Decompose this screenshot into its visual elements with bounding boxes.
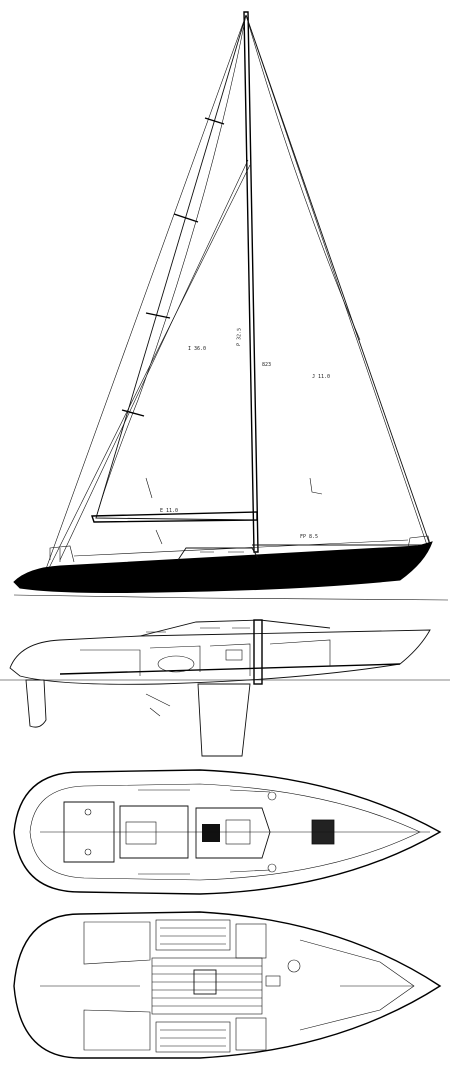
- genoa-tracks: [138, 789, 271, 875]
- rudder: [25, 679, 47, 728]
- sheer-stripe: [59, 663, 401, 675]
- hull-section: [9, 629, 431, 685]
- head-sink: [287, 959, 301, 973]
- label-fp: FP 8.5: [300, 534, 318, 540]
- mainsail-leech: [95, 14, 247, 519]
- label-j: J 11.0: [312, 374, 330, 380]
- settee-starboard: [155, 1021, 231, 1053]
- engine: [157, 655, 195, 673]
- bow-pulpit: [407, 535, 431, 549]
- inner-forestay: [47, 164, 251, 571]
- galley: [235, 923, 267, 959]
- waterline: [13, 594, 449, 601]
- galley-unit: [225, 649, 243, 661]
- inboard-profile: [0, 619, 450, 757]
- quarter-berth-port: [83, 921, 151, 965]
- accommodation-plan: [13, 911, 442, 1059]
- mast-step: [253, 619, 263, 685]
- deck-outline: [13, 769, 442, 895]
- quarter-berth-starboard: [83, 1009, 151, 1051]
- stern-pulpit: [49, 545, 75, 563]
- v-berth: [299, 939, 415, 1031]
- deck-plan: [13, 769, 442, 895]
- companionway-hatch: [125, 821, 157, 845]
- sail-plan: I 36.0 P 32.5 J 11.0 E 11.0 FP 8.5 823: [13, 11, 449, 601]
- sail-marks: [145, 477, 323, 545]
- hull-profile: [13, 541, 433, 593]
- head: [235, 1017, 267, 1051]
- mainsail: [95, 14, 257, 521]
- winch-port: [267, 791, 277, 801]
- cockpit-winch-starboard: [84, 848, 92, 856]
- settee-port: [155, 919, 231, 951]
- dodger-hatch: [202, 824, 220, 842]
- label-823: 823: [262, 362, 271, 368]
- companionway-area: [119, 805, 189, 859]
- backstay: [41, 14, 247, 581]
- label-e: E 11.0: [160, 508, 178, 514]
- label-p: P 32.5: [236, 328, 243, 346]
- mast: [243, 11, 259, 553]
- deckhouse-top: [195, 807, 271, 859]
- deckhouse-ports: [146, 627, 250, 633]
- lifeline: [73, 539, 409, 557]
- forestay: [245, 14, 429, 549]
- deckhouse-profile: [139, 619, 331, 637]
- cockpit-winch-port: [84, 808, 92, 816]
- keel: [197, 683, 251, 757]
- interior-furniture: [80, 639, 331, 676]
- sole-planking: [152, 965, 262, 1007]
- winch-starboard: [267, 863, 277, 873]
- boom: [91, 511, 258, 523]
- hull-outline: [13, 911, 442, 1059]
- label-i: I 36.0: [188, 346, 206, 352]
- saloon-table: [193, 969, 217, 995]
- mainsail-battens: [121, 117, 225, 417]
- cabin-sole: [151, 957, 263, 1015]
- cushion-lines: [160, 927, 226, 1047]
- cabin-top: [177, 547, 259, 561]
- shaft-strut: [145, 693, 171, 717]
- cockpit-well: [63, 801, 115, 863]
- headsail: [245, 14, 431, 546]
- nav-unit: [265, 975, 281, 987]
- spreader-line: [59, 159, 249, 561]
